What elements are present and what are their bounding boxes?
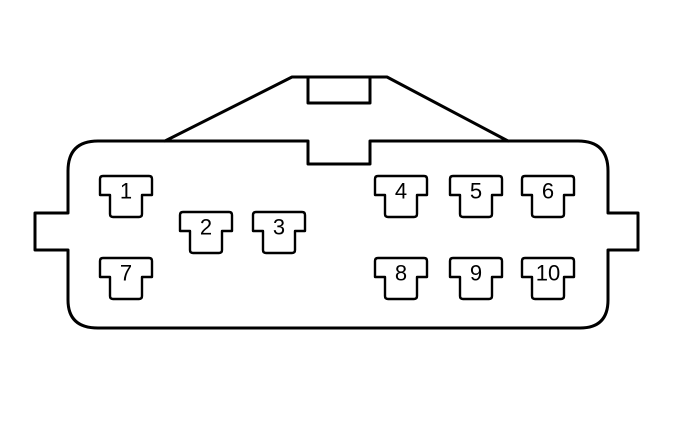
pin-number-label: 7 — [120, 261, 132, 286]
terminal-5: 5 — [448, 174, 504, 219]
terminal-10: 10 — [520, 256, 576, 301]
terminal-2: 2 — [178, 210, 234, 255]
terminal-4: 4 — [373, 174, 429, 219]
terminal-1: 1 — [98, 174, 154, 219]
lock-housing — [163, 75, 510, 143]
pin-number-label: 10 — [536, 261, 560, 286]
terminal-8: 8 — [373, 256, 429, 301]
terminal-9: 9 — [448, 256, 504, 301]
pin-number-label: 5 — [470, 179, 482, 204]
pin-number-label: 3 — [273, 215, 285, 240]
pin-number-label: 4 — [395, 179, 407, 204]
terminal-cavity-outline — [448, 174, 504, 219]
pin-number-label: 1 — [120, 179, 132, 204]
terminal-cavity-outline — [373, 256, 429, 301]
pin-number-label: 8 — [395, 261, 407, 286]
terminal-3: 3 — [251, 210, 307, 255]
terminal-7: 7 — [98, 256, 154, 301]
terminal-cavity-outline — [98, 174, 154, 219]
terminal-cavity-outline — [98, 256, 154, 301]
connector-body — [33, 139, 640, 330]
pin-number-label: 9 — [470, 261, 482, 286]
terminal-cavities: 1 2 3 4 5 6 7 8 9 10 — [98, 174, 576, 301]
terminal-cavity-outline — [448, 256, 504, 301]
terminal-cavity-outline — [178, 210, 234, 255]
terminal-cavity-outline — [520, 256, 576, 301]
terminal-cavity-outline — [251, 210, 307, 255]
terminal-cavity-outline — [520, 174, 576, 219]
terminal-cavity-outline — [373, 174, 429, 219]
lock-tab — [306, 75, 372, 105]
pin-number-label: 2 — [200, 215, 212, 240]
terminal-6: 6 — [520, 174, 576, 219]
pin-number-label: 6 — [542, 179, 554, 204]
